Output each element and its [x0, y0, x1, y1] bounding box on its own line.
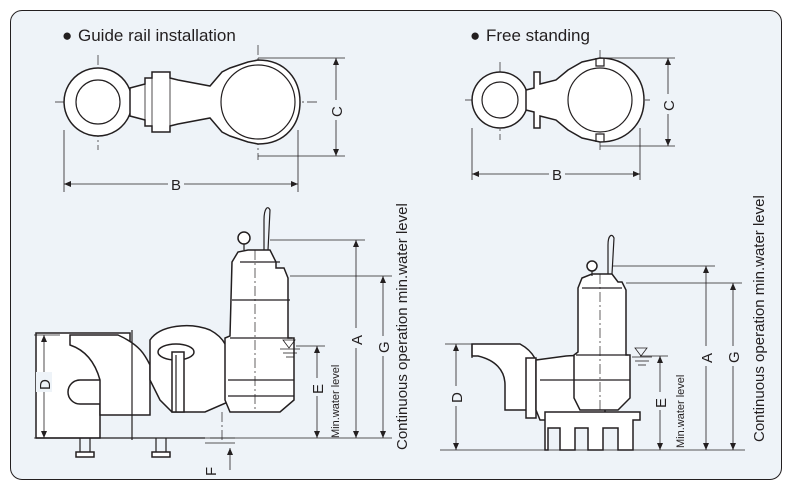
left-top-view: C B	[55, 45, 346, 194]
dim-d-right: D	[449, 392, 466, 403]
dim-e-left: E	[310, 384, 327, 394]
dim-g-left: G	[376, 341, 393, 353]
dim-b-right: B	[552, 167, 562, 184]
dim-d-left: D	[37, 379, 54, 390]
right-section-title: Free standing	[486, 26, 590, 45]
dim-c-left: C	[329, 106, 346, 117]
continuous-level-right: Continuous operation min.water level	[751, 195, 768, 442]
dim-b-left: B	[171, 177, 181, 194]
right-side-view: D E Min.water level A G Continuous opera…	[440, 195, 768, 451]
right-bullet: ●	[470, 26, 480, 45]
continuous-level-left: Continuous operation min.water level	[394, 203, 411, 450]
dim-a-left: A	[349, 335, 366, 345]
dim-g-right: G	[726, 351, 743, 363]
min-water-level-left: Min.water level	[330, 365, 342, 438]
right-top-view: C B	[465, 50, 678, 184]
left-side-view: F D E Min.water level A	[34, 203, 411, 476]
dim-f: F	[203, 467, 220, 476]
dim-a-right: A	[699, 353, 716, 363]
dim-e-right: E	[653, 398, 670, 408]
left-bullet: ●	[62, 26, 72, 45]
left-section-title: Guide rail installation	[78, 26, 236, 45]
dim-c-right: C	[661, 100, 678, 111]
min-water-level-right: Min.water level	[675, 375, 687, 448]
